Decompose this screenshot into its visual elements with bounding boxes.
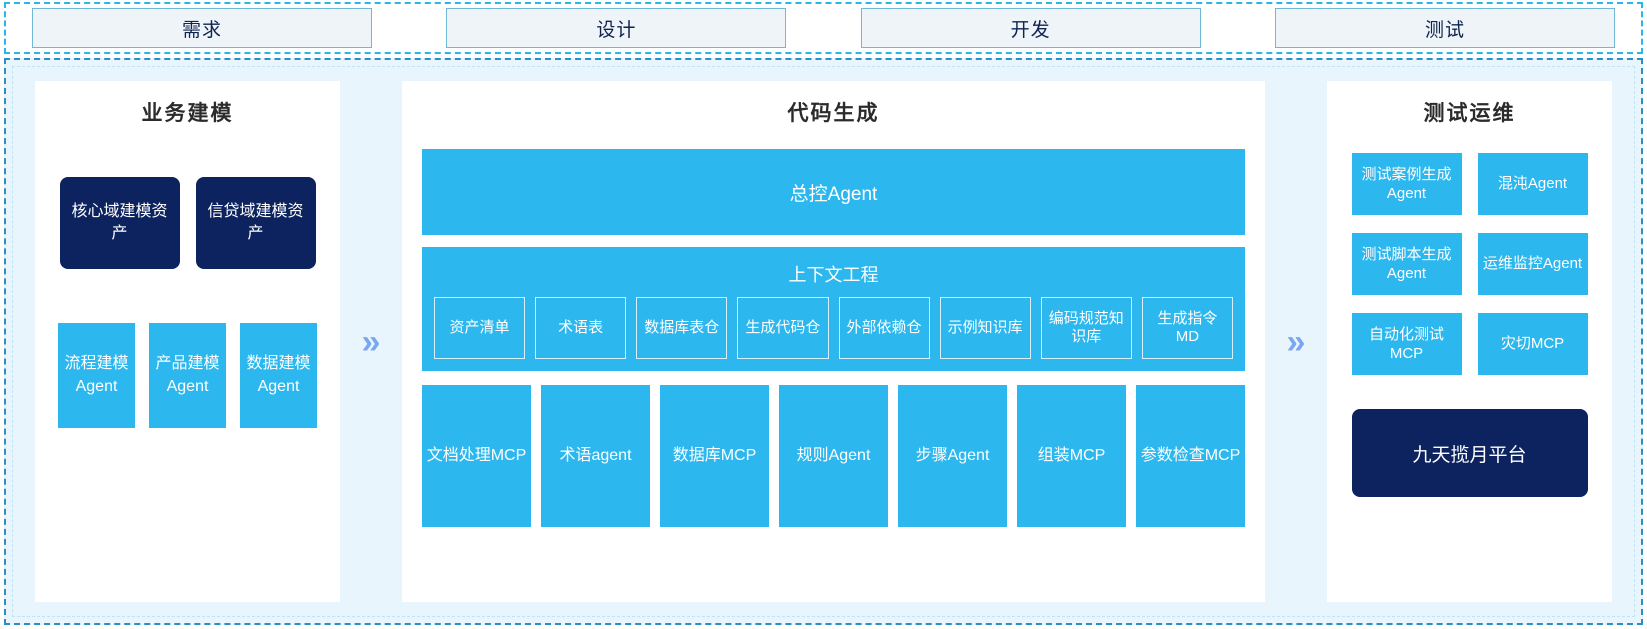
business-asset-group: 核心域建模资产 信贷域建模资产: [35, 177, 340, 269]
context-engineering-block: 上下文工程 资产清单 术语表 数据库表仓: [422, 247, 1245, 371]
diagram-body-frame: 业务建模 核心域建模资产 信贷域建模资产 流程建模Agent 产品建模Agent: [4, 58, 1643, 625]
agent-label: 数据建模Agent: [246, 355, 311, 395]
context-item-label: 数据库表仓: [644, 319, 720, 336]
tool-database-mcp[interactable]: 数据库MCP: [660, 385, 769, 527]
context-item-label: 术语表: [558, 319, 604, 336]
agent-product-modeling[interactable]: 产品建模Agent: [149, 323, 226, 428]
context-engineering-title: 上下文工程: [788, 265, 879, 285]
test-ops-grid: 测试案例生成Agent 混沌Agent 测试脚本生成Agent 运维监控Agen…: [1327, 153, 1612, 375]
context-item-label: 生成代码仓: [745, 319, 821, 336]
context-item-row: 资产清单 术语表 数据库表仓 生成代码仓: [434, 297, 1233, 359]
platform-label: 九天揽月平台: [1412, 444, 1527, 466]
agent-label: 流程建模Agent: [64, 355, 129, 395]
phase-tab-development[interactable]: 开发: [860, 8, 1201, 48]
context-item-asset-list[interactable]: 资产清单: [434, 297, 526, 359]
agent-process-modeling[interactable]: 流程建模Agent: [58, 323, 135, 428]
tool-label: 规则Agent: [796, 446, 871, 464]
master-agent-label: 总控Agent: [789, 183, 878, 205]
platform-box-jiutian-lanyue[interactable]: 九天揽月平台: [1351, 409, 1588, 497]
tool-label: 数据库MCP: [672, 446, 757, 464]
diagram-inner-frame: 业务建模 核心域建模资产 信贷域建模资产 流程建模Agent 产品建模Agent: [12, 66, 1635, 617]
tool-step-agent[interactable]: 步骤Agent: [898, 385, 1007, 527]
context-item-external-dependency-repo[interactable]: 外部依赖仓: [838, 297, 930, 359]
tool-document-processing-mcp[interactable]: 文档处理MCP: [422, 385, 531, 527]
double-chevron-glyph: »: [361, 322, 381, 361]
tool-rule-agent[interactable]: 规则Agent: [779, 385, 888, 527]
panel-code-generation: 代码生成 总控Agent 上下文工程 资产清单 术语表: [402, 81, 1265, 602]
asset-core-domain[interactable]: 核心域建模资产: [59, 177, 180, 269]
double-chevron-right-icon: »: [1265, 67, 1327, 616]
business-agent-group: 流程建模Agent 产品建模Agent 数据建模Agent: [35, 323, 340, 428]
context-item-label: 示例知识库: [947, 319, 1023, 336]
tool-glossary-agent[interactable]: 术语agent: [541, 385, 650, 527]
chaos-agent[interactable]: 混沌Agent: [1477, 153, 1588, 215]
context-item-label: 资产清单: [449, 319, 510, 336]
test-ops-label: 测试脚本生成Agent: [1361, 245, 1452, 283]
phase-tab-label: 设计: [596, 19, 637, 41]
context-item-label: 生成指令MD: [1157, 310, 1218, 345]
tool-parameter-check-mcp[interactable]: 参数检查MCP: [1136, 385, 1245, 527]
double-chevron-glyph: »: [1286, 322, 1306, 361]
phase-tab-testing[interactable]: 测试: [1274, 8, 1615, 48]
phase-tab-label: 开发: [1010, 19, 1051, 41]
tool-assembly-mcp[interactable]: 组装MCP: [1017, 385, 1126, 527]
automated-test-mcp[interactable]: 自动化测试MCP: [1351, 313, 1462, 375]
asset-label: 信贷域建模资产: [207, 203, 304, 242]
test-ops-label: 混沌Agent: [1497, 175, 1568, 193]
double-chevron-right-icon: »: [340, 67, 402, 616]
asset-credit-domain[interactable]: 信贷域建模资产: [195, 177, 316, 269]
tool-label: 组装MCP: [1037, 446, 1106, 464]
panel-test-ops: 测试运维 测试案例生成Agent 混沌Agent 测试脚本生成Agent 运维监…: [1327, 81, 1612, 602]
tool-row: 文档处理MCP 术语agent 数据库MCP 规则Agent 步骤Agent: [422, 385, 1245, 527]
panel-title-business-modeling: 业务建模: [141, 102, 234, 125]
phase-tab-label: 需求: [181, 19, 222, 41]
context-item-example-knowledge-base[interactable]: 示例知识库: [939, 297, 1031, 359]
phase-tab-label: 测试: [1424, 19, 1465, 41]
disaster-switch-mcp[interactable]: 灾切MCP: [1477, 313, 1588, 375]
tool-label: 术语agent: [559, 446, 632, 464]
context-item-label: 外部依赖仓: [846, 319, 922, 336]
agent-label: 产品建模Agent: [155, 355, 220, 395]
phase-tab-requirement[interactable]: 需求: [32, 8, 372, 48]
context-item-label: 编码规范知识库: [1048, 310, 1124, 345]
context-item-coding-standard-knowledge-base[interactable]: 编码规范知识库: [1040, 297, 1132, 359]
context-item-generation-instruction-md[interactable]: 生成指令MD: [1141, 297, 1233, 359]
test-ops-label: 测试案例生成Agent: [1361, 165, 1452, 203]
tool-label: 文档处理MCP: [426, 446, 527, 464]
panel-title-code-generation: 代码生成: [787, 102, 880, 125]
tool-label: 步骤Agent: [915, 446, 990, 464]
code-generation-content: 总控Agent 上下文工程 资产清单 术语表 数据库表仓: [402, 127, 1265, 541]
context-item-generated-code-repo[interactable]: 生成代码仓: [737, 297, 829, 359]
phase-strip: 需求 设计 开发 测试: [4, 2, 1643, 54]
tool-label: 参数检查MCP: [1140, 446, 1241, 464]
asset-label: 核心域建模资产: [71, 203, 168, 242]
ops-monitoring-agent[interactable]: 运维监控Agent: [1477, 233, 1588, 295]
master-agent-box[interactable]: 总控Agent: [422, 149, 1245, 235]
test-script-generation-agent[interactable]: 测试脚本生成Agent: [1351, 233, 1462, 295]
agent-data-modeling[interactable]: 数据建模Agent: [240, 323, 317, 428]
context-item-glossary[interactable]: 术语表: [535, 297, 627, 359]
test-case-generation-agent[interactable]: 测试案例生成Agent: [1351, 153, 1462, 215]
test-ops-label: 自动化测试MCP: [1368, 325, 1444, 363]
context-item-db-table-repo[interactable]: 数据库表仓: [636, 297, 728, 359]
test-ops-label: 灾切MCP: [1500, 335, 1565, 353]
panel-business-modeling: 业务建模 核心域建模资产 信贷域建模资产 流程建模Agent 产品建模Agent: [35, 81, 340, 602]
test-ops-label: 运维监控Agent: [1482, 255, 1583, 273]
phase-tab-design[interactable]: 设计: [446, 8, 787, 48]
panel-title-test-ops: 测试运维: [1423, 102, 1516, 125]
